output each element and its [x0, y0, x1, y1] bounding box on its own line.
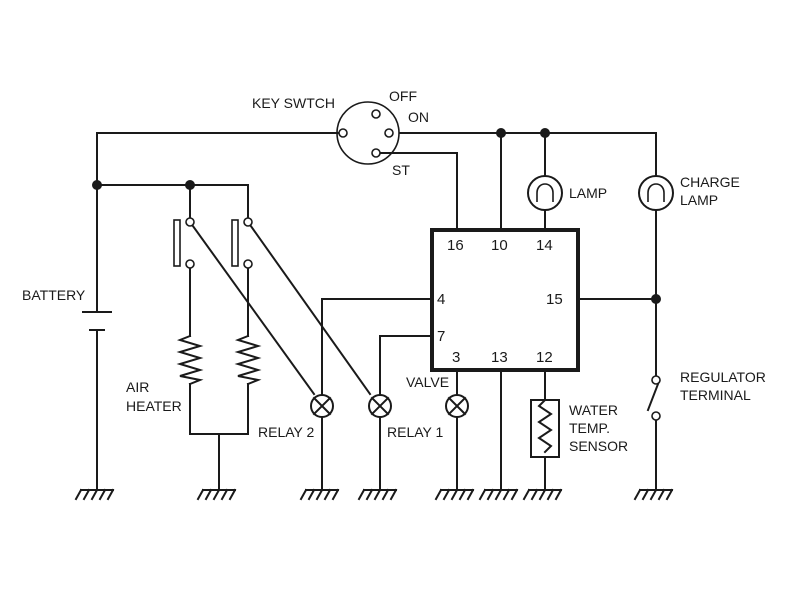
lamp-icon [527, 175, 563, 211]
pin-13: 13 [491, 349, 508, 366]
lamp: LAMP [527, 175, 607, 211]
ground-icon [196, 488, 237, 501]
switch-contact [185, 217, 195, 227]
pin-12: 12 [536, 349, 553, 366]
air-heater: AIR HEATER [126, 334, 262, 414]
junction-dot [92, 180, 102, 190]
air-label: AIR [126, 379, 149, 395]
relay-1: RELAY 1 [368, 394, 444, 440]
regulator-contact [651, 411, 661, 421]
charge-lamp-label: LAMP [680, 192, 718, 208]
valve-icon [445, 394, 469, 418]
off-label: OFF [389, 88, 417, 104]
valve: VALVE [406, 374, 469, 418]
key-switch-body [336, 101, 400, 165]
key-switch-contact-st [371, 148, 381, 158]
regulator-terminal: REGULATOR TERMINAL [646, 369, 766, 421]
temp-label: TEMP. [569, 420, 610, 436]
water-label: WATER [569, 402, 618, 418]
ground-icon [299, 488, 340, 501]
junction-dot [496, 128, 506, 138]
key-switch-contact-off [371, 109, 381, 119]
key-switch: KEY SWTCH OFF ON ST [252, 88, 429, 178]
ground-icon [633, 488, 674, 501]
key-switch-contact-on [384, 128, 394, 138]
junction-dot [185, 180, 195, 190]
pin-10: 10 [491, 237, 508, 254]
relay-2-label: RELAY 2 [258, 424, 315, 440]
water-temp-sensor: WATER TEMP. SENSOR [530, 398, 628, 458]
control-module: 16 10 14 4 15 7 3 13 12 [430, 228, 580, 372]
wires [96, 132, 657, 491]
st-label: ST [392, 162, 410, 178]
relay-1-label: RELAY 1 [387, 424, 444, 440]
regulator-contact [651, 375, 661, 385]
ground-icon [74, 488, 115, 501]
ground-icon [357, 488, 398, 501]
sensor-resistor-icon [537, 398, 553, 454]
key-switch-label: KEY SWTCH [252, 95, 335, 111]
switch-contact [243, 217, 253, 227]
junctions [92, 128, 661, 304]
relay-2: RELAY 2 [258, 394, 334, 440]
heater-relay-switches [173, 217, 253, 269]
charge-lamp-icon [638, 175, 674, 211]
on-label: ON [408, 109, 429, 125]
pin-14: 14 [536, 237, 553, 254]
pin-15: 15 [546, 291, 563, 308]
charge-lamp-filament [647, 183, 665, 202]
ground-icon [522, 488, 563, 501]
key-switch-contact [338, 128, 348, 138]
charge-label: CHARGE [680, 174, 740, 190]
sensor-label: SENSOR [569, 438, 628, 454]
pin-7: 7 [437, 328, 445, 345]
relay-2-icon [310, 394, 334, 418]
valve-label: VALVE [406, 374, 449, 390]
lamp-label: LAMP [569, 185, 607, 201]
junction-dot [651, 294, 661, 304]
regulator-switch-blade [646, 382, 660, 412]
grounds [74, 488, 674, 501]
relay-1-icon [368, 394, 392, 418]
heater-resistor-icon [234, 334, 262, 386]
battery-label: BATTERY [22, 287, 86, 303]
junction-dot [540, 128, 550, 138]
switch-contact [243, 259, 253, 269]
ground-icon [434, 488, 475, 501]
terminal-label: TERMINAL [680, 387, 751, 403]
heater-resistor-icon [176, 334, 204, 386]
charge-lamp: CHARGE LAMP [638, 174, 740, 211]
sensor-box [530, 399, 560, 458]
switch-bar [173, 219, 181, 267]
switch-bar [231, 219, 239, 267]
regulator-label: REGULATOR [680, 369, 766, 385]
battery: BATTERY [22, 287, 112, 331]
pin-16: 16 [447, 237, 464, 254]
switch-contact [185, 259, 195, 269]
pin-4: 4 [437, 291, 445, 308]
heater-label: HEATER [126, 398, 182, 414]
control-module-box [430, 228, 580, 372]
lamp-filament [536, 183, 554, 202]
pin-3: 3 [452, 349, 460, 366]
ground-icon [478, 488, 519, 501]
